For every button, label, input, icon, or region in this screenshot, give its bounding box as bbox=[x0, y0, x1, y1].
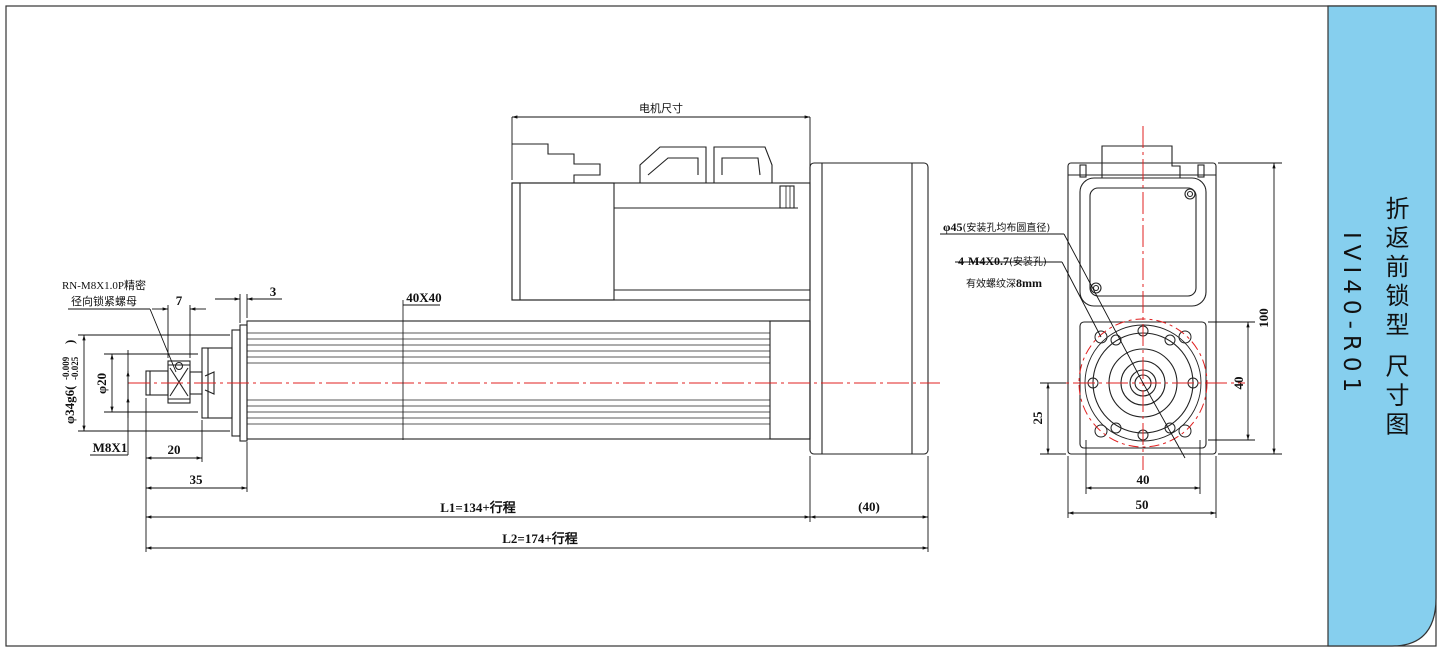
side-panel-model: IVI40-R01 bbox=[1338, 232, 1364, 399]
dim-7: 7 bbox=[176, 293, 183, 308]
front-view bbox=[145, 143, 929, 455]
dim-l1: L1=134+行程 bbox=[440, 500, 516, 515]
motor-connector bbox=[512, 143, 601, 184]
dim-35: 35 bbox=[190, 472, 204, 487]
hole-pcd-callout: φ45(安装孔均布圆直径) bbox=[943, 220, 1050, 234]
dim-40-bottom: 40 bbox=[1137, 472, 1150, 487]
thread-note: (安装孔) bbox=[1009, 255, 1047, 268]
thread-callout: 4-M4X0.7(安装孔) bbox=[958, 254, 1047, 268]
nut-note-line2: 径向锁紧螺母 bbox=[71, 294, 137, 308]
side-panel bbox=[1327, 5, 1437, 647]
dim-40x40: 40X40 bbox=[406, 290, 441, 305]
encoder-connector-2 bbox=[713, 146, 773, 183]
dim-l2: L2=174+行程 bbox=[502, 531, 578, 546]
dim-50: 50 bbox=[1136, 497, 1149, 512]
thread-depth-callout: 有效螺纹深8mm bbox=[966, 276, 1042, 290]
thread-depth-note: 有效螺纹深 bbox=[966, 277, 1016, 290]
front-flange bbox=[1079, 321, 1207, 449]
encoder-connector-1 bbox=[639, 146, 707, 183]
dim-phi34-close: ) bbox=[62, 340, 77, 344]
side-connector bbox=[1101, 145, 1181, 178]
dim-3: 3 bbox=[270, 284, 277, 299]
dim-20: 20 bbox=[168, 442, 181, 457]
hole-pcd-bold: φ45 bbox=[943, 220, 963, 234]
dim-phi20: φ20 bbox=[94, 373, 109, 394]
side-panel-title: 折返前锁型 尺寸图 bbox=[1381, 196, 1409, 441]
motor-size-label: 电机尺寸 bbox=[639, 101, 683, 115]
dim-phi34-tol-lower: -0.025 bbox=[70, 356, 80, 380]
dim-m8x1: M8X1 bbox=[93, 440, 128, 455]
dim-phi34: φ34g6( bbox=[62, 386, 77, 424]
dim-100: 100 bbox=[1256, 308, 1271, 328]
nut-note-line1: RN-M8X1.0P精密 bbox=[62, 278, 146, 292]
dim-phi34-tol-upper: -0.009 bbox=[61, 356, 71, 380]
dim-40-paren: (40) bbox=[858, 499, 880, 514]
gearbox-housing bbox=[809, 162, 929, 455]
drawing-frame bbox=[5, 5, 1437, 647]
hole-pcd-note: (安装孔均布圆直径) bbox=[963, 221, 1051, 234]
side-housing bbox=[1067, 162, 1217, 455]
thread-depth-bold: 8mm bbox=[1016, 276, 1042, 290]
dim-25: 25 bbox=[1030, 411, 1045, 425]
side-dimensions bbox=[940, 162, 1282, 518]
front-dimensions bbox=[68, 115, 929, 552]
dim-40-right: 40 bbox=[1231, 377, 1246, 390]
thread-bold: 4-M4X0.7 bbox=[958, 254, 1009, 268]
